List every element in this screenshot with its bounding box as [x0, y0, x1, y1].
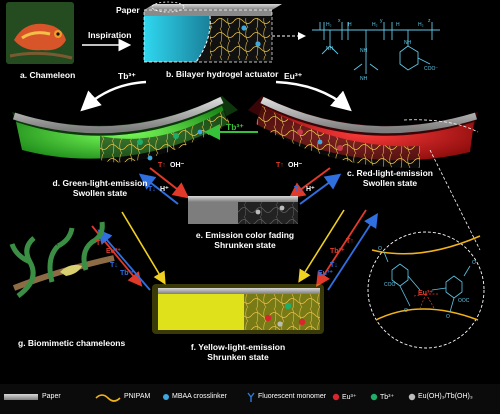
legend-pnipam-swatch	[95, 394, 121, 402]
d-down-reagent: H⁺	[160, 186, 169, 193]
c-to-e-arrow	[288, 167, 331, 199]
faded-bilayer	[188, 196, 298, 224]
panel-e-title: e. Emission color fading	[195, 230, 295, 240]
svg-text:H₂: H₂	[326, 22, 332, 28]
svg-text:H₂: H₂	[372, 22, 378, 28]
biomimetic-chameleons-photo	[9, 221, 115, 299]
bilayer-actuator	[143, 1, 282, 63]
svg-text:NH: NH	[326, 46, 334, 52]
f-right-reagent-up: Tb³⁺	[330, 248, 345, 255]
structure-atoms: H₂ H H₂ H H₂ NH NH NH NH COO⁻ x y z	[326, 18, 438, 82]
c-up-temp: T↑	[276, 162, 284, 169]
svg-text:y: y	[380, 18, 383, 24]
panel-e-state: Shrunken state	[214, 240, 276, 250]
svg-text:x: x	[338, 18, 341, 24]
legend-eu-swatch	[332, 393, 340, 401]
eu-complex-label: Eu³⁺	[418, 290, 433, 297]
f-right-reagent-down: Eu³⁺	[318, 270, 333, 277]
panel-f-title: f. Yellow-light-emission	[190, 342, 286, 352]
yellow-bilayer	[152, 284, 324, 334]
tb-exchange-label: Tb³⁺	[226, 122, 244, 132]
chameleon-photo	[6, 2, 74, 64]
d-yellow-arrow	[121, 211, 166, 285]
f-left-reagent-down: Tb³⁺	[120, 270, 135, 277]
f-left-reagent-up: Eu³⁺	[106, 248, 121, 255]
panel-d-title: d. Green-light-emission	[52, 178, 148, 188]
polymer-structure	[312, 22, 440, 74]
svg-text:NH: NH	[404, 40, 412, 46]
legend-hydroxide-swatch	[408, 393, 416, 401]
panel-f-label: f. Yellow-light-emission Shrunken state	[168, 342, 308, 362]
f-to-d-arrow	[97, 229, 151, 291]
red-bilayer	[248, 96, 479, 169]
f-to-c-arrow	[327, 212, 378, 291]
svg-text:NH: NH	[360, 48, 368, 54]
e-to-d-arrow	[138, 173, 179, 205]
panel-f-state: Shrunken state	[207, 352, 269, 362]
svg-text:H: H	[396, 22, 400, 28]
inspiration-label: Inspiration	[88, 30, 132, 40]
d-up-reagent: OH⁻	[170, 162, 185, 169]
legend-hydroxide-label: Eu(OH)₃/Tb(OH)₃	[418, 393, 473, 400]
legend-tb-label: Tb³⁺	[380, 394, 395, 401]
svg-text:O: O	[404, 308, 408, 314]
panel-c-title: c. Red-light-emission	[347, 168, 433, 178]
tb-branch-arrow	[80, 80, 147, 112]
panel-d-label: d. Green-light-emission Swollen state	[30, 178, 170, 198]
green-bilayer	[12, 96, 238, 163]
f-left-temp-down: T↓	[110, 262, 118, 269]
d-to-e-arrow	[149, 167, 190, 199]
svg-text:H₂: H₂	[418, 22, 424, 28]
legend-monomer-swatch	[247, 392, 255, 402]
legend-mbaa-label: MBAA crosslinker	[172, 393, 227, 400]
f-right-temp-up: T↑	[346, 238, 354, 245]
d-down-temp: T↓	[148, 186, 156, 193]
panel-g-label: g. Biomimetic chameleons	[18, 338, 126, 348]
c-to-f-arrow	[316, 209, 367, 288]
c-yellow-arrow	[298, 209, 345, 283]
svg-text:O: O	[472, 260, 476, 266]
c-down-temp: T↓	[294, 186, 302, 193]
legend-symbols	[4, 392, 416, 402]
legend-paper-label: Paper	[42, 393, 61, 400]
legend-pnipam-label: PNIPAM	[124, 393, 151, 400]
c-up-reagent: OH⁻	[288, 162, 303, 169]
eu-branch-label: Eu³⁺	[284, 71, 303, 81]
panel-c-state: Swollen state	[362, 178, 418, 188]
panel-c-label: c. Red-light-emission Swollen state	[320, 168, 460, 188]
legend-bar: Paper PNIPAM MBAA crosslinker Fluorescen…	[0, 384, 500, 414]
c-down-reagent: H⁺	[306, 186, 315, 193]
panel-b-label: b. Bilayer hydrogel actuator	[166, 69, 279, 79]
svg-text:O: O	[378, 246, 382, 252]
f-right-temp-down: T↓	[330, 262, 338, 269]
tb-branch-label: Tb³⁺	[118, 71, 136, 81]
svg-text:z: z	[428, 18, 431, 24]
f-left-temp-up: T↑	[96, 240, 104, 247]
svg-text:COO⁻: COO⁻	[384, 282, 398, 288]
d-up-temp: T↑	[158, 162, 166, 169]
svg-text:OOC: OOC	[458, 298, 470, 304]
eu-complex-zoom: O O O O COO⁻ OOC	[367, 149, 485, 349]
legend-eu-label: Eu³⁺	[342, 394, 357, 401]
paper-label: Paper	[116, 5, 140, 15]
panel-e-label: e. Emission color fading Shrunken state	[180, 230, 310, 250]
eu-branch-arrow	[275, 80, 352, 112]
legend-monomer-label: Fluorescent monomer	[258, 393, 327, 400]
legend-paper-swatch	[4, 394, 38, 400]
svg-text:H: H	[348, 22, 352, 28]
svg-text:COO⁻: COO⁻	[424, 66, 438, 72]
svg-text:NH: NH	[360, 76, 368, 82]
legend-mbaa-swatch	[163, 394, 169, 400]
e-to-c-arrow	[299, 173, 342, 205]
svg-text:O: O	[446, 314, 450, 320]
panel-d-state: Swollen state	[72, 188, 128, 198]
legend-tb-swatch	[370, 393, 378, 401]
panel-a-label: a. Chameleon	[20, 70, 76, 80]
